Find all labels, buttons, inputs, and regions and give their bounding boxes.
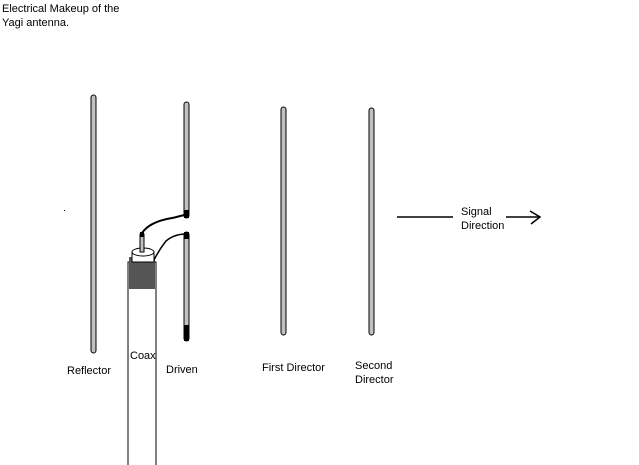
reflector-rod — [90, 94, 97, 354]
signal-line-2: Direction — [461, 220, 505, 232]
driven-lower-rod — [183, 231, 190, 342]
driven-label: Driven — [166, 364, 198, 376]
first-director-label: First Director — [262, 362, 325, 374]
second-director-label: Second Director — [355, 359, 394, 387]
feed-wire-center — [141, 214, 187, 234]
diagram-title: Electrical Makeup of the Yagi antenna. — [2, 2, 119, 30]
title-line-2: Yagi antenna. — [2, 17, 70, 29]
signal-line-1: Signal — [461, 206, 492, 218]
title-line-1: Electrical Makeup of the — [2, 3, 120, 15]
first-director-rod — [280, 106, 287, 336]
coax-label: Coax — [130, 350, 156, 362]
driven-lower-end — [184, 325, 189, 341]
coax-cable — [127, 232, 157, 465]
second-director-rod — [368, 107, 375, 336]
signal-direction-label: Signal Direction — [461, 205, 504, 233]
second-director-line-2: Director — [355, 374, 394, 386]
driven-upper-rod — [183, 101, 190, 219]
feed-wire-shield — [153, 233, 187, 261]
driven-upper-terminal — [184, 210, 189, 218]
second-director-line-1: Second — [355, 360, 393, 372]
driven-lower-terminal — [184, 232, 189, 239]
reflector-label: Reflector — [67, 365, 112, 377]
signal-arrow-icon — [529, 210, 542, 225]
